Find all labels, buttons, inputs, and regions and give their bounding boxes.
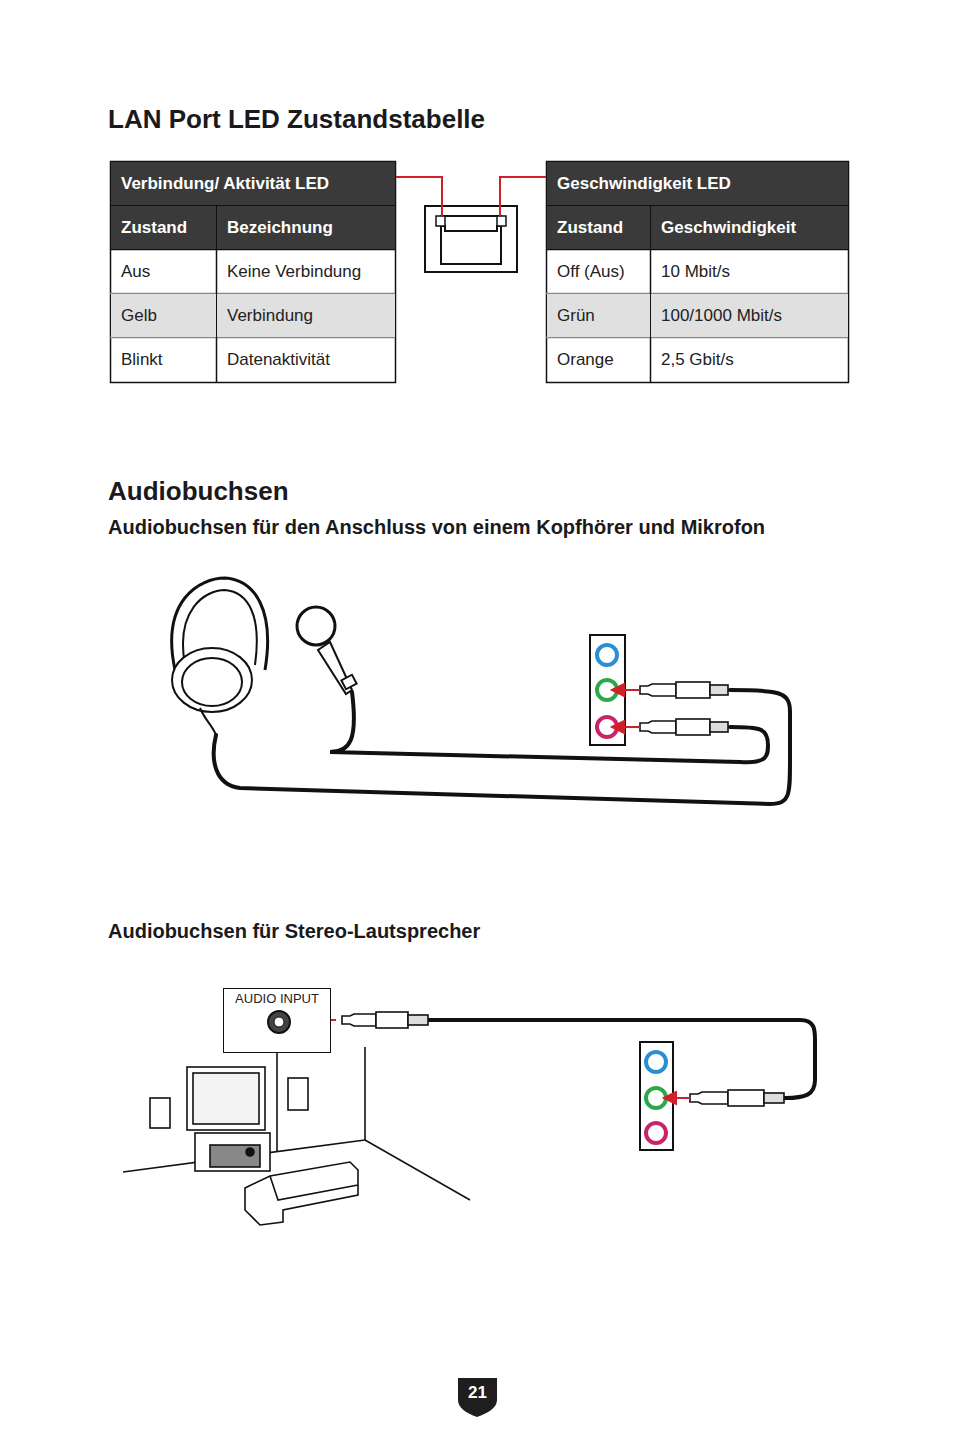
audio-plug [342,1012,784,1106]
column-header: Zustand [547,206,650,249]
table-cell: Verbindung [217,294,395,337]
page-badge-shape [458,1378,497,1417]
table-cell: 2,5 Gbit/s [651,338,848,382]
table-cell: Orange [547,338,650,382]
room-scene [123,1047,470,1225]
red-arrow [283,1014,690,1104]
column-header: Zustand [111,206,216,249]
jack-panel [590,635,625,745]
column-header: Bezeichnung [217,206,395,249]
jack-hole [274,1017,284,1027]
red-arrow [612,684,640,733]
page-number-badge: 21 [458,1378,497,1408]
headphones [172,578,268,735]
audio-input-box: AUDIO INPUT [223,988,331,1053]
section-heading: Audiobuchsen [108,474,508,508]
table-cell: Gelb [111,294,216,337]
table-cell: 10 Mbit/s [651,250,848,293]
column-header: Geschwindigkeit [651,206,848,249]
table-grid [110,162,849,383]
device-label: AUDIO INPUT [235,991,319,1006]
table-cell: Aus [111,250,216,293]
audio-plug [640,682,728,735]
audio-jack [264,1007,294,1037]
table-cell: Grün [547,294,650,337]
sub-heading: Audiobuchsen für den Anschluss von einem… [108,512,908,542]
page-title: LAN Port LED Zustandstabelle [108,101,485,137]
audio-cable [428,1020,815,1098]
table-cell: Datenaktivität [217,338,395,382]
table-cell: 100/1000 Mbit/s [651,294,848,337]
table-cell: Blinkt [111,338,216,382]
table-cell: Keine Verbindung [217,250,395,293]
sub-heading: Audiobuchsen für Stereo-Lautsprecher [108,916,808,946]
page-number: 21 [468,1383,487,1403]
table-cell: Off (Aus) [547,250,650,293]
table-header: Geschwindigkeit LED [547,162,848,205]
lan-port-icon [396,177,546,272]
audio-cable [214,690,790,804]
table-header: Verbindung/ Aktivität LED [111,162,395,205]
jack-ring [268,1011,290,1033]
microphone [297,607,357,694]
